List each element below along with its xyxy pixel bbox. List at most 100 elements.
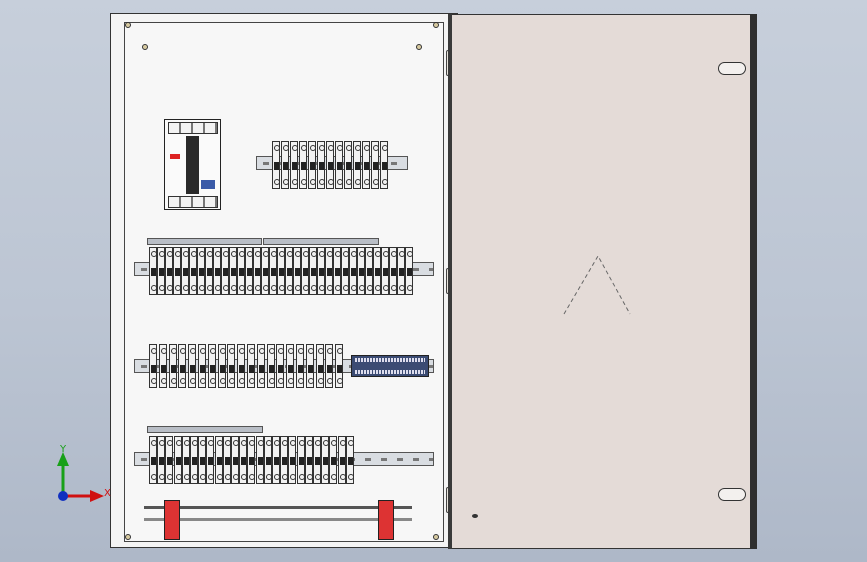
circuit-breaker[interactable] [190,436,198,484]
breaker-toggle[interactable] [199,268,204,276]
breaker-toggle[interactable] [383,268,388,276]
breaker-toggle[interactable] [292,162,297,170]
circuit-breaker[interactable] [217,344,226,388]
breaker-toggle[interactable] [391,268,396,276]
circuit-breaker[interactable] [222,436,231,484]
circuit-breaker[interactable] [173,436,182,484]
breaker-toggle[interactable] [159,457,165,465]
circuit-breaker[interactable] [206,436,215,484]
circuit-breaker[interactable] [325,344,334,388]
circuit-breaker[interactable] [149,344,157,388]
circuit-breaker[interactable] [181,247,189,295]
circuit-breaker[interactable] [247,436,256,484]
breaker-toggle[interactable] [279,268,284,276]
circuit-breaker[interactable] [308,141,316,189]
breaker-toggle[interactable] [337,162,342,170]
breaker-toggle[interactable] [407,268,412,276]
breaker-toggle[interactable] [327,268,332,276]
breaker-toggle[interactable] [265,457,271,465]
circuit-breaker[interactable] [362,141,370,189]
breaker-toggle[interactable] [327,365,333,373]
breaker-toggle[interactable] [219,365,225,373]
circuit-breaker[interactable] [256,344,265,388]
circuit-breaker[interactable] [337,436,346,484]
breaker-toggle[interactable] [373,162,378,170]
breaker-toggle[interactable] [290,457,296,465]
breaker-toggle[interactable] [319,268,324,276]
breaker-toggle[interactable] [303,268,308,276]
circuit-breaker[interactable] [247,344,255,388]
breaker-toggle[interactable] [180,365,186,373]
breaker-toggle[interactable] [347,457,353,465]
main-breaker[interactable] [164,119,221,210]
circuit-breaker[interactable] [329,436,338,484]
breaker-toggle[interactable] [323,457,329,465]
circuit-breaker[interactable] [237,344,246,388]
circuit-breaker[interactable] [189,247,197,295]
breaker-toggle[interactable] [319,162,324,170]
breaker-toggle[interactable] [301,162,306,170]
circuit-breaker[interactable] [245,247,253,295]
circuit-breaker[interactable] [304,436,313,484]
circuit-breaker[interactable] [405,247,413,295]
breaker-toggle[interactable] [257,457,263,465]
circuit-breaker[interactable] [149,247,157,295]
breaker-toggle[interactable] [216,457,222,465]
breaker-toggle[interactable] [167,457,173,465]
ground-bar[interactable] [144,506,412,509]
circuit-breaker[interactable] [198,436,207,484]
breaker-toggle[interactable] [278,365,284,373]
breaker-toggle[interactable] [151,268,156,276]
circuit-breaker[interactable] [335,344,344,388]
circuit-breaker[interactable] [293,247,301,295]
circuit-breaker[interactable] [197,247,205,295]
circuit-breaker[interactable] [344,141,352,189]
breaker-toggle[interactable] [271,268,276,276]
breaker-toggle[interactable] [331,457,337,465]
circuit-breaker[interactable] [313,436,321,484]
breaker-toggle[interactable] [151,457,156,465]
circuit-breaker[interactable] [165,247,173,295]
circuit-breaker[interactable] [290,141,298,189]
breaker-toggle[interactable] [311,268,316,276]
breaker-toggle[interactable] [306,457,312,465]
circuit-breaker[interactable] [353,141,361,189]
circuit-breaker[interactable] [296,436,305,484]
circuit-breaker[interactable] [373,247,381,295]
breaker-toggle[interactable] [233,457,238,465]
circuit-breaker[interactable] [213,247,221,295]
breaker-toggle[interactable] [367,268,372,276]
circuit-breaker[interactable] [158,344,167,388]
circuit-breaker[interactable] [149,436,157,484]
breaker-toggle[interactable] [399,268,404,276]
circuit-breaker[interactable] [198,344,206,388]
breaker-toggle[interactable] [255,268,260,276]
breaker-toggle[interactable] [249,457,255,465]
circuit-breaker[interactable] [221,247,229,295]
breaker-toggle[interactable] [241,457,247,465]
breaker-toggle[interactable] [175,457,181,465]
circuit-breaker[interactable] [272,141,280,189]
breaker-toggle[interactable] [191,268,196,276]
circuit-breaker[interactable] [255,436,264,484]
breaker-toggle[interactable] [382,162,387,170]
breaker-toggle[interactable] [355,162,360,170]
breaker-toggle[interactable] [207,268,212,276]
circuit-breaker[interactable] [188,344,197,388]
breaker-toggle[interactable] [239,268,244,276]
breaker-toggle[interactable] [282,457,288,465]
breaker-toggle[interactable] [298,457,304,465]
breaker-handle[interactable] [186,136,199,194]
breaker-toggle[interactable] [190,365,196,373]
circuit-breaker[interactable] [288,436,297,484]
breaker-toggle[interactable] [288,365,294,373]
breaker-toggle[interactable] [258,365,264,373]
circuit-breaker[interactable] [309,247,317,295]
cable-clamp-right[interactable] [378,500,394,540]
circuit-breaker[interactable] [269,247,277,295]
breaker-toggle[interactable] [295,268,300,276]
circuit-breaker[interactable] [181,436,190,484]
breaker-toggle[interactable] [229,365,235,373]
breaker-toggle[interactable] [239,365,245,373]
circuit-breaker[interactable] [272,436,280,484]
